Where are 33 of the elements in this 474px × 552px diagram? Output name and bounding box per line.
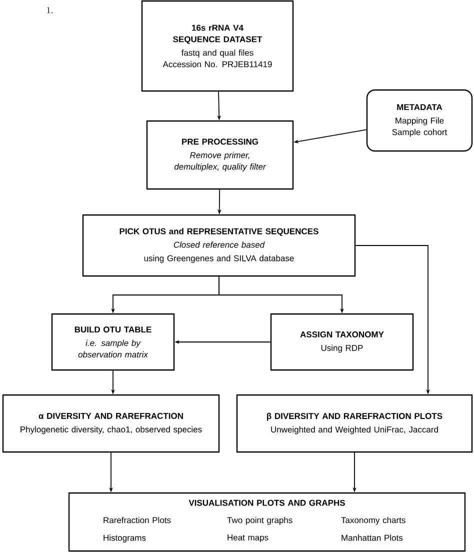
body-text: Phylogenetic diversity, chao1, observed species [20, 426, 202, 434]
process-box [68, 492, 466, 552]
heading-text: VISUALISATION PLOTS AND GRAPHS [188, 500, 345, 506]
list-item: Manhattan Plots [342, 534, 403, 541]
rounded-box [366, 89, 473, 152]
heading-text: PICK OTUS and REPRESENTATIVE SEQUENCES [120, 228, 318, 236]
list-item: Two point graphs [227, 516, 292, 525]
list-item: Rarefraction Plots [104, 516, 171, 524]
body-text: Remove primer, demultiplex, quality filter [174, 152, 266, 172]
list-item: Histograms [104, 534, 146, 542]
list-item: Heat maps [228, 534, 268, 542]
body-text: Unweighted and Weighted UniFrac, Jaccard [271, 426, 438, 434]
body-text: using Greengenes and SILVA database [144, 255, 294, 263]
body-text: Mapping File Sample cohort [392, 117, 448, 137]
process-box [146, 120, 294, 190]
heading-text: PRE PROCESSING [182, 138, 258, 145]
process-box [82, 214, 356, 277]
process-box [270, 313, 414, 371]
process-box [141, 0, 294, 92]
body-text: fastq and qual files Accession No. PRJEB11419 [162, 50, 272, 68]
process-box [2, 394, 220, 453]
process-box [51, 313, 175, 371]
body-text: Closed reference based [174, 242, 265, 248]
figure-number: 1. [47, 7, 53, 14]
process-box [236, 394, 473, 453]
body-text: Using RDP [321, 344, 363, 353]
heading-text: BUILD OTU TABLE [74, 326, 152, 332]
body-text: i.e. sample by observation matrix [78, 340, 148, 358]
heading-text: METADATA [397, 104, 442, 110]
heading-text: β DIVERSITY AND RAREFRACTION PLOTS [267, 412, 442, 421]
heading-text: α DIVERSITY AND RAREFRACTION [38, 412, 183, 419]
list-item: Taxonomy charts [341, 516, 406, 525]
heading-text: ASSIGN TAXONOMY [300, 331, 384, 338]
